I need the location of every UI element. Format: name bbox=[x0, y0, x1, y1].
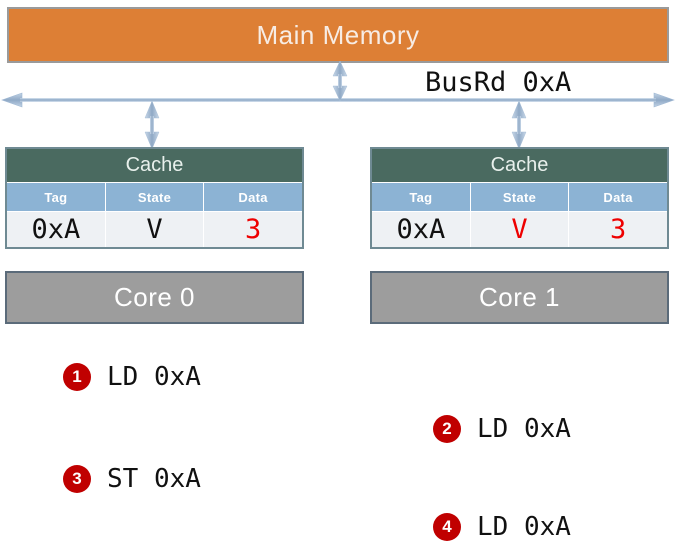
step-item-2: 2 LD 0xA bbox=[433, 414, 571, 444]
bus-arrow-icon bbox=[1, 92, 675, 108]
cache-node-0: Cache Tag State Data 0xA V 3 Core 0 bbox=[5, 147, 304, 324]
column-header-state: State bbox=[105, 183, 205, 212]
step-badge-3: 3 bbox=[63, 465, 91, 493]
core-label-0: Core 0 bbox=[113, 282, 196, 312]
system-bus bbox=[0, 88, 676, 112]
memory-to-bus-connector bbox=[329, 60, 351, 102]
column-header-tag: Tag bbox=[372, 183, 471, 212]
core-block-1: Core 1 bbox=[370, 271, 669, 324]
cache-table-0: Tag State Data 0xA V 3 bbox=[7, 183, 302, 247]
cache-node-1: Cache Tag State Data 0xA V 3 Core 1 bbox=[370, 147, 669, 324]
core-block-0: Core 0 bbox=[5, 271, 304, 324]
column-header-tag: Tag bbox=[7, 183, 106, 212]
step-badge-4: 4 bbox=[433, 513, 461, 541]
bus-transaction-label: BusRd 0xA bbox=[425, 67, 572, 98]
table-header-row: Tag State Data bbox=[372, 183, 667, 212]
cell-data-1: 3 bbox=[568, 211, 667, 247]
cell-tag-1: 0xA bbox=[372, 211, 471, 247]
bus-to-cache1-connector bbox=[508, 100, 530, 150]
main-memory-block: Main Memory bbox=[7, 7, 669, 63]
cell-tag-0: 0xA bbox=[7, 211, 106, 247]
step-item-4: 4 LD 0xA bbox=[433, 512, 571, 542]
cache-title-1: Cache bbox=[372, 149, 667, 183]
step-text-2: LD 0xA bbox=[477, 414, 571, 444]
cache-block-1: Cache Tag State Data 0xA V 3 bbox=[370, 147, 669, 249]
table-row: 0xA V 3 bbox=[7, 211, 302, 247]
main-memory-label: Main Memory bbox=[256, 19, 420, 50]
double-arrow-vertical-icon bbox=[511, 100, 527, 150]
column-header-data: Data bbox=[568, 183, 667, 212]
bus-to-cache0-connector bbox=[141, 100, 163, 150]
cache-table-1: Tag State Data 0xA V 3 bbox=[372, 183, 667, 247]
table-header-row: Tag State Data bbox=[7, 183, 302, 212]
step-item-3: 3 ST 0xA bbox=[63, 464, 201, 494]
cell-data-0: 3 bbox=[203, 211, 302, 247]
cache-block-0: Cache Tag State Data 0xA V 3 bbox=[5, 147, 304, 249]
cache-title-0: Cache bbox=[7, 149, 302, 183]
step-badge-1: 1 bbox=[63, 363, 91, 391]
column-header-data: Data bbox=[203, 183, 302, 212]
step-text-4: LD 0xA bbox=[477, 512, 571, 542]
core-label-1: Core 1 bbox=[478, 282, 561, 312]
step-text-1: LD 0xA bbox=[107, 362, 201, 392]
step-badge-2: 2 bbox=[433, 415, 461, 443]
cell-state-1: V bbox=[470, 211, 570, 247]
table-row: 0xA V 3 bbox=[372, 211, 667, 247]
double-arrow-vertical-icon bbox=[332, 60, 348, 102]
column-header-state: State bbox=[470, 183, 570, 212]
step-text-3: ST 0xA bbox=[107, 464, 201, 494]
step-item-1: 1 LD 0xA bbox=[63, 362, 201, 392]
double-arrow-vertical-icon bbox=[144, 100, 160, 150]
cell-state-0: V bbox=[105, 211, 205, 247]
